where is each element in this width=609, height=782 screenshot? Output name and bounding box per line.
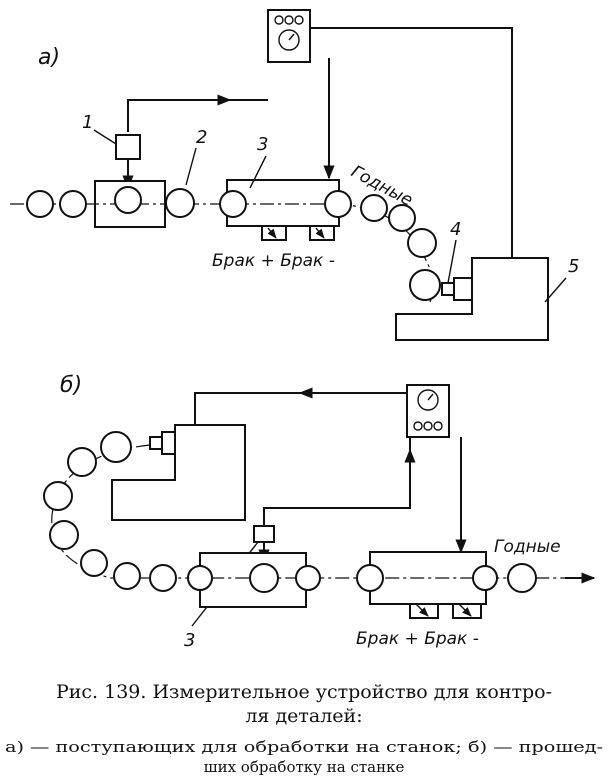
reject-label-b: Брак + Брак - (356, 629, 479, 649)
part-a: а) 1 2 3 (10, 9, 579, 341)
sensor-1 (115, 134, 141, 160)
flow-axis-b (51, 444, 590, 579)
reject-plus-bin-b (409, 603, 439, 619)
sensor-3-b (253, 525, 275, 543)
reject-plus-bin-a (261, 225, 287, 241)
part-a-label: а) (38, 45, 60, 70)
instrument-panel-a (267, 9, 311, 63)
reject-minus-bin-b (452, 603, 482, 619)
reject-label-a: Брак + Брак - (212, 251, 335, 271)
reject-minus-bin-a (309, 225, 335, 241)
measuring-head-4 (453, 277, 473, 301)
signal-line-to-machine-b (194, 392, 407, 425)
label-2: 2 (196, 127, 207, 148)
part-b: б) 3 (43, 373, 596, 651)
caption-line-3: а) — поступающих для обработки на станок… (5, 738, 603, 756)
label-5: 5 (568, 256, 579, 277)
label-4: 4 (450, 219, 461, 240)
figure-caption: Рис. 139. Измерительное устройство для к… (5, 681, 603, 776)
caption-line-1: Рис. 139. Измерительное устройство для к… (56, 681, 552, 703)
label-1: 1 (82, 112, 93, 133)
signal-line-to-machine (310, 27, 513, 258)
rollers-b (43, 431, 537, 593)
good-parts-label-b: Годные (494, 537, 561, 557)
rollers-a (26, 186, 441, 301)
label-3-b: 3 (184, 630, 195, 651)
part-b-label: б) (60, 373, 82, 398)
machine-tool-b (111, 424, 246, 521)
label-3: 3 (257, 134, 268, 155)
caption-line-2: ля деталей: (245, 705, 362, 727)
caption-line-4: ших обработку на станке (204, 758, 405, 776)
instrument-panel-b (406, 384, 450, 438)
